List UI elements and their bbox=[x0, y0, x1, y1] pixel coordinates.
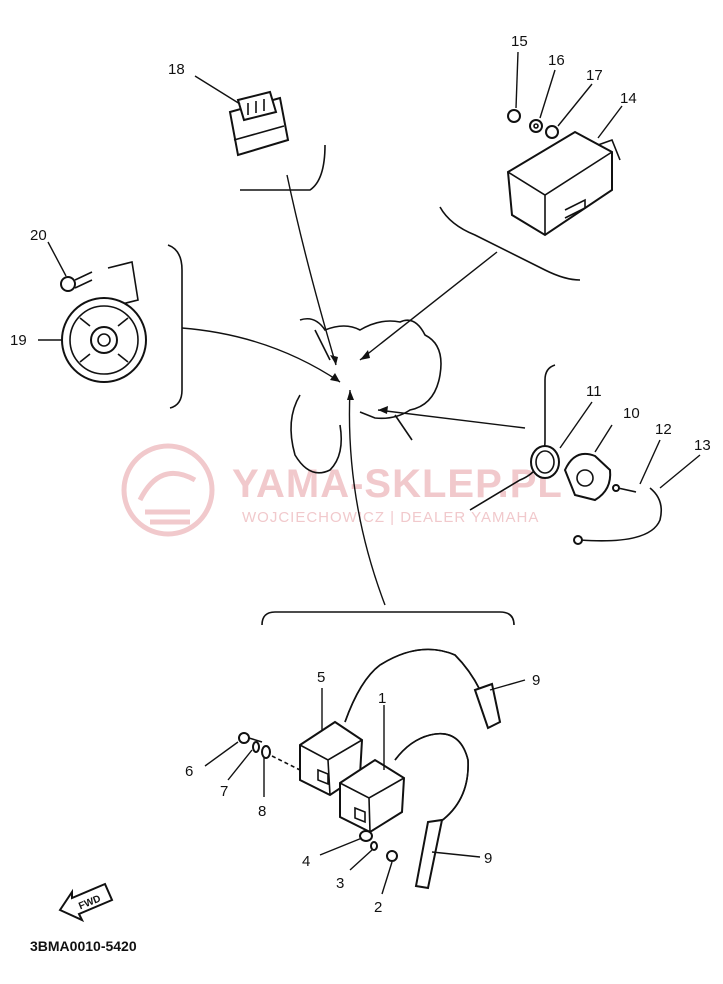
callout-19: 19 bbox=[10, 332, 27, 349]
callout-13: 13 bbox=[694, 437, 711, 454]
callout-20: 20 bbox=[30, 227, 47, 244]
part-9-spark-plug-lead-lower bbox=[394, 733, 469, 890]
watermark-logo-icon bbox=[121, 443, 215, 537]
frame-outline bbox=[290, 317, 442, 474]
callout-7: 7 bbox=[220, 783, 228, 800]
part-18-relay bbox=[228, 90, 290, 157]
callout-15: 15 bbox=[511, 33, 528, 50]
callout-17: 17 bbox=[586, 67, 603, 84]
callout-14: 14 bbox=[620, 90, 637, 107]
part-20-bolt bbox=[60, 271, 93, 292]
callout-5: 5 bbox=[317, 669, 325, 686]
part-9-spark-plug-lead-upper bbox=[344, 648, 502, 730]
assembly-axis-line bbox=[271, 755, 301, 771]
part-15-bolt bbox=[507, 109, 521, 123]
callout-9-lower: 9 bbox=[484, 850, 492, 867]
group-brackets bbox=[167, 144, 581, 626]
part-7-washer bbox=[252, 741, 260, 753]
part-4-collar bbox=[359, 830, 373, 842]
callout-11: 11 bbox=[586, 383, 602, 400]
part-5-ignition-coil bbox=[299, 720, 364, 797]
watermark-dealer: WOJCIECHOWICZ | DEALER YAMAHA bbox=[242, 509, 539, 526]
part-3-washer bbox=[370, 841, 378, 851]
forward-direction-arrow-icon: FWD bbox=[58, 882, 114, 923]
callout-leaders bbox=[38, 51, 701, 895]
watermark-brand: YAMA-SKLEP.PL bbox=[232, 462, 563, 506]
callout-3: 3 bbox=[336, 875, 344, 892]
callout-8: 8 bbox=[258, 803, 266, 820]
part-16-washer bbox=[529, 119, 543, 133]
dealer-watermark: YAMA-SKLEP.PL WOJCIECHOWICZ | DEALER YAM… bbox=[121, 443, 563, 537]
callout-9-upper: 9 bbox=[532, 672, 540, 689]
callout-6: 6 bbox=[185, 763, 193, 780]
part-8-collar bbox=[261, 745, 271, 759]
callout-numbers: 1 2 3 4 5 6 7 8 9 9 10 11 12 13 14 15 16… bbox=[10, 33, 711, 916]
part-14-cdi-unit bbox=[506, 130, 621, 237]
part-12-screw bbox=[612, 484, 637, 493]
part-13-ground-lead bbox=[573, 487, 663, 545]
callout-2: 2 bbox=[374, 899, 382, 916]
part-6-bolt bbox=[238, 732, 263, 744]
callout-18: 18 bbox=[168, 61, 185, 78]
part-1-ignition-coil bbox=[339, 758, 406, 834]
part-11-o-ring bbox=[530, 445, 560, 479]
callout-12: 12 bbox=[655, 421, 672, 438]
callout-4: 4 bbox=[302, 853, 310, 870]
part-17-grommet bbox=[545, 125, 559, 139]
leader-lines bbox=[181, 174, 526, 606]
diagram-code: 3BMA0010-5420 bbox=[30, 938, 137, 954]
callout-1: 1 bbox=[378, 690, 386, 707]
callout-10: 10 bbox=[623, 405, 640, 422]
part-10-cover bbox=[563, 452, 612, 502]
callout-16: 16 bbox=[548, 52, 565, 69]
part-2-bolt bbox=[386, 850, 398, 862]
